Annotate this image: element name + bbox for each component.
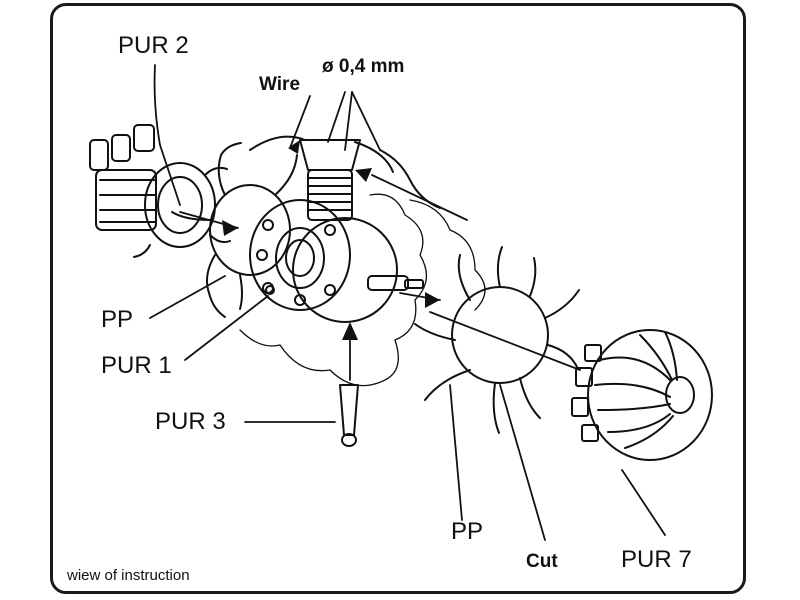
caption-text: wiew of instruction bbox=[67, 567, 190, 584]
label-wire: Wire bbox=[259, 74, 301, 95]
leader-lines bbox=[149, 64, 666, 541]
wavy-blade-outline bbox=[239, 193, 486, 387]
engine-crankcase bbox=[249, 199, 398, 323]
label-cut: Cut bbox=[526, 551, 558, 572]
pp-disc-right bbox=[414, 246, 580, 434]
arrowheads bbox=[222, 140, 440, 340]
diagram-frame bbox=[50, 3, 746, 594]
label-pur3: PUR 3 bbox=[155, 408, 226, 435]
label-diameter: ø 0,4 mm bbox=[322, 56, 405, 77]
label-pur7: PUR 7 bbox=[621, 546, 692, 573]
label-pp-bottom: PP bbox=[451, 518, 484, 545]
small-part-pur3 bbox=[339, 384, 359, 447]
engine-cylinder bbox=[249, 135, 441, 221]
label-pp-left: PP bbox=[101, 306, 134, 333]
label-pur1: PUR 1 bbox=[101, 352, 172, 379]
rear-part-pur2 bbox=[89, 124, 231, 258]
label-pur2: PUR 2 bbox=[118, 32, 189, 59]
spinner-pur7 bbox=[571, 329, 713, 461]
engine-shaft bbox=[367, 275, 424, 291]
